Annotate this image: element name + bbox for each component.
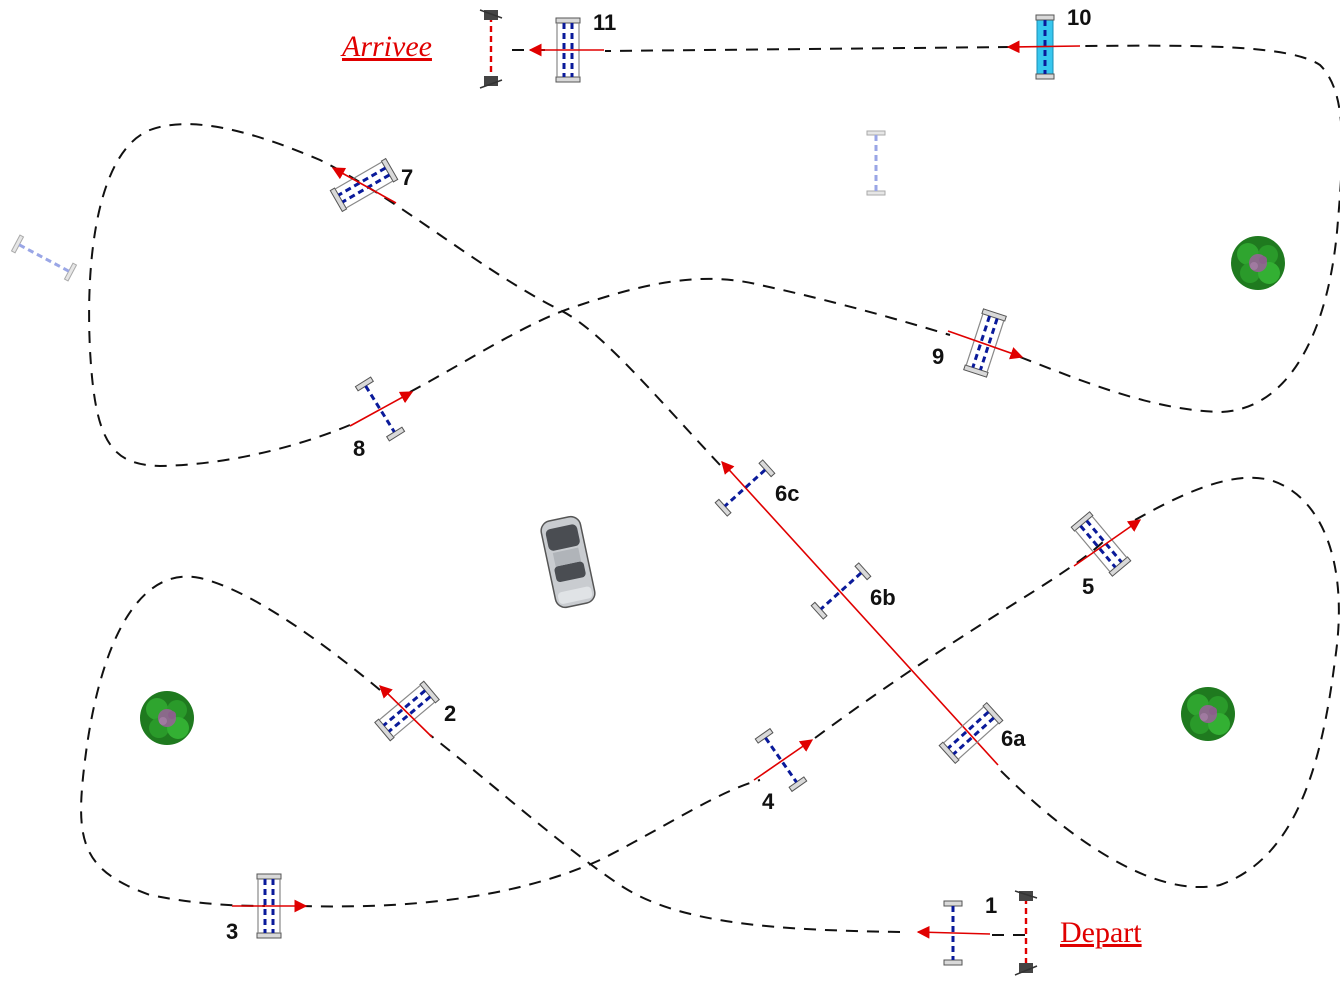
obstacle-11	[528, 16, 604, 84]
tree-icon	[1231, 236, 1285, 290]
obstacle-5	[1069, 510, 1142, 578]
start-label: Depart	[1060, 916, 1142, 949]
obstacle-7	[328, 157, 400, 213]
obstacle-4	[753, 727, 814, 793]
label-6b: 6b	[870, 585, 896, 610]
label-11: 11	[593, 10, 616, 35]
label-8: 8	[353, 436, 365, 461]
label-5: 5	[1082, 574, 1094, 599]
label-6a: 6a	[1001, 726, 1026, 751]
label-2: 2	[444, 701, 456, 726]
start-gate	[1014, 890, 1038, 976]
obstacle-8	[349, 375, 414, 443]
obstacle-2	[373, 679, 441, 743]
obstacle-labels: 1 2 3 4 5 6a 6b 6c 7 8 9 10 11	[226, 5, 1094, 944]
obstacle-1	[916, 899, 991, 967]
label-1: 1	[985, 893, 997, 918]
tree-icon	[140, 691, 194, 745]
obstacle-3	[232, 872, 308, 940]
label-6c: 6c	[775, 481, 799, 506]
car-icon	[540, 515, 596, 609]
label-10: 10	[1067, 5, 1091, 30]
direction-line-6	[721, 461, 999, 766]
obstacle-10	[1006, 14, 1081, 80]
finish-gate	[479, 9, 503, 89]
route-path	[80, 44, 1340, 936]
label-4: 4	[762, 789, 775, 814]
finish-label: Arrivee	[340, 30, 432, 63]
spare-fence	[10, 233, 78, 283]
spare-fence	[865, 129, 887, 197]
tree-icon	[1181, 687, 1235, 741]
label-9: 9	[932, 344, 944, 369]
obstacle-6b	[809, 561, 873, 621]
label-7: 7	[401, 165, 413, 190]
obstacle-9	[947, 307, 1024, 379]
label-3: 3	[226, 919, 238, 944]
